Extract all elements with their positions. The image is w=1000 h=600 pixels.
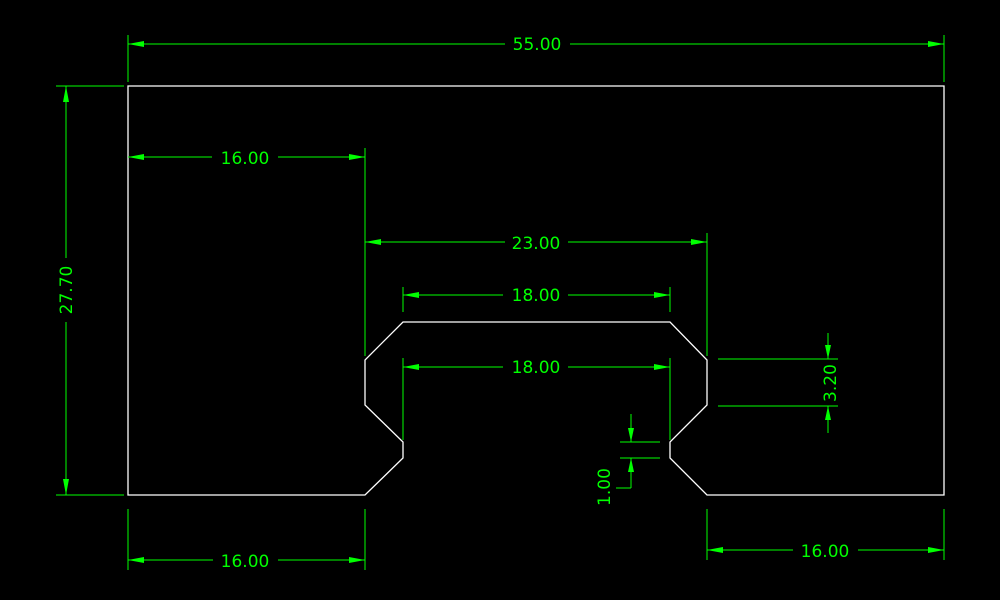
dim-text-overall-width: 55.00 xyxy=(513,35,562,55)
dim-overall-height: 27.70 xyxy=(56,85,124,496)
dim-text-notch-height: 1.00 xyxy=(595,468,615,506)
dim-left-offset-top: 16.00 xyxy=(128,148,366,356)
dim-text-slot-outer-width: 23.00 xyxy=(512,234,561,254)
dim-slot-outer-width: 23.00 xyxy=(365,233,708,356)
dim-slot-inner-width: 18.00 xyxy=(402,358,671,440)
dim-left-offset-bottom: 16.00 xyxy=(127,509,366,572)
dim-text-overall-height: 27.70 xyxy=(57,266,77,315)
part-outline xyxy=(127,85,945,496)
dim-text-slot-top-width: 18.00 xyxy=(512,286,561,306)
dim-text-right-offset-bottom: 16.00 xyxy=(801,542,850,562)
dim-text-left-offset-bottom: 16.00 xyxy=(221,552,270,572)
dim-side-step-height: 3.20 xyxy=(718,333,841,433)
dim-text-left-offset-top: 16.00 xyxy=(221,149,270,169)
dim-text-side-step-height: 3.20 xyxy=(821,364,841,402)
dim-right-offset-bottom: 16.00 xyxy=(706,509,945,562)
dim-overall-width: 55.00 xyxy=(127,35,945,82)
dim-slot-top-width: 18.00 xyxy=(402,286,671,312)
dim-notch-height: 1.00 xyxy=(595,414,660,506)
dim-text-slot-inner-width: 18.00 xyxy=(512,358,561,378)
